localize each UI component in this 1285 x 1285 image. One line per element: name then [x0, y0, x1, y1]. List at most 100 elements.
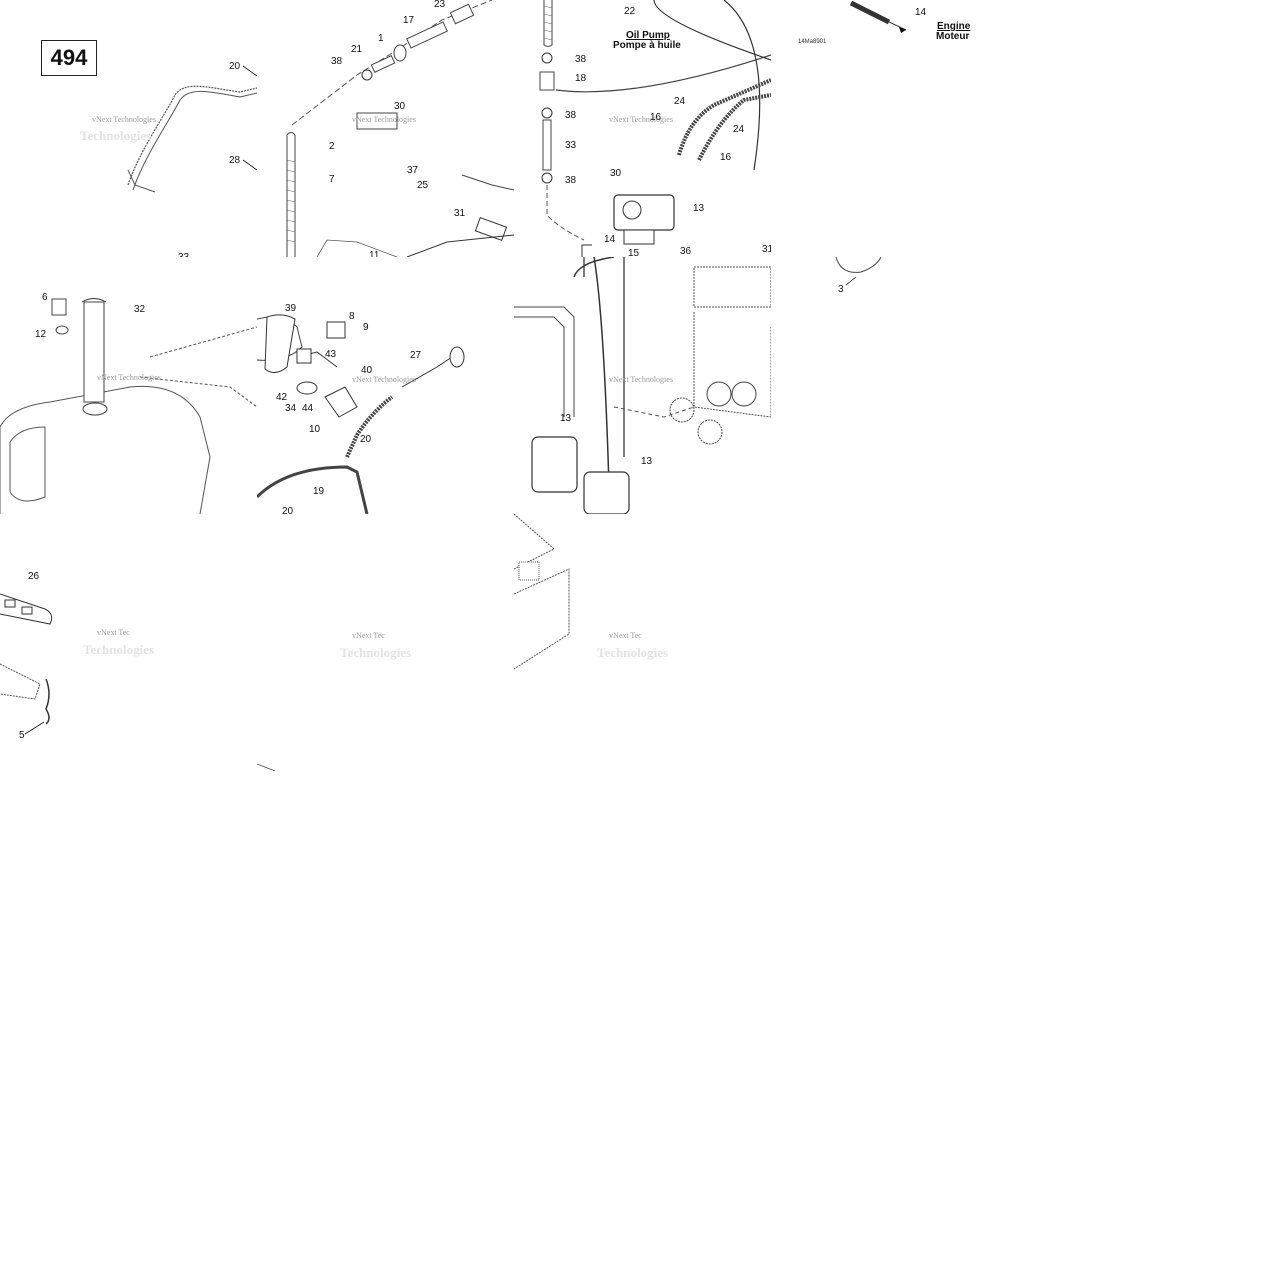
callout-38: 38: [331, 56, 343, 67]
hose-24a: [677, 78, 771, 156]
watermark-text: vNext Tec: [609, 631, 642, 640]
carburetor-right: [583, 471, 630, 514]
tile-r1c2-drawing: vNext Technologies 17 23 1 21 38 30 2 7 …: [286, 0, 514, 257]
tile-r3c3-drawing: vNext Tec Technologies: [514, 514, 668, 670]
fuel-line-c: [583, 257, 625, 457]
tank-filler-neck: [82, 402, 108, 416]
boot-b: [697, 419, 723, 445]
handle-slot-a: [4, 599, 16, 608]
callout-7: 7: [329, 174, 335, 185]
carb-fragment: 3: [771, 257, 911, 297]
watermark-text: vNext Technologies: [97, 373, 161, 382]
tile-r1c3-drawing: vNext Technologies 22 Oil Pump Pompe à h…: [539, 0, 771, 257]
seat-latch: [518, 561, 540, 581]
callout-31: 31: [454, 208, 466, 219]
callout-2: 2: [329, 141, 335, 152]
vent-hose-line-inner: [132, 90, 257, 191]
part-8-switch: [326, 321, 346, 339]
callout-30b: 30: [610, 168, 622, 179]
watermark-text: Technologies: [80, 128, 151, 143]
part-31-connector: [474, 216, 508, 242]
part-27-valve: [401, 356, 453, 388]
wire-harness: [406, 234, 514, 257]
diagram-reference-code: 14Ma8901: [798, 39, 827, 45]
seat-panel: [514, 514, 555, 570]
fuel-line-a: [514, 306, 575, 417]
callout-17: 17: [403, 15, 415, 26]
callout-44: 44: [302, 403, 314, 414]
callout-3b: 3: [838, 284, 844, 295]
diagram-tile-r2c3: vNext Technologies 13 13: [514, 257, 771, 514]
part-6-fitting: [51, 298, 67, 316]
dashed-route: [546, 185, 585, 241]
callout-27: 27: [410, 350, 422, 361]
diagram-tile-r1c1: vNext Technologies Technologies 20 28 33: [0, 0, 257, 257]
cable-c: [573, 257, 615, 278]
callout-28: 28: [229, 155, 241, 166]
fuel-line-b: [514, 316, 565, 417]
part-5-spring: [45, 678, 50, 725]
oil-line-spring: [543, 0, 553, 47]
hose-20b: [257, 465, 369, 514]
callout-10: 10: [309, 424, 321, 435]
hose-end: [257, 763, 276, 771]
part-39-bracket: [264, 314, 296, 373]
airbox-top: [693, 266, 771, 308]
callout-42: 42: [276, 392, 288, 403]
callout-38d: 38: [565, 175, 577, 186]
callout-31b: 31: [762, 244, 771, 255]
caption-engine-en: Engine: [937, 21, 971, 32]
page-number-box: 494: [41, 40, 97, 76]
tile-r2c2-drawing: vNext Technologies 39 8 9 43 40 27 42 34…: [257, 303, 465, 514]
tile-r2c1-drawing: vNext Technologies 6 12 32: [0, 292, 257, 514]
dashed-frame-line-2: [139, 376, 257, 408]
callout-18: 18: [575, 73, 587, 84]
callout-6: 6: [42, 292, 48, 303]
tile-r3c1-drawing: vNext Tec Technologies 26 5: [0, 571, 154, 741]
callout-36: 36: [680, 246, 692, 257]
watermark-text: vNext Technologies: [92, 115, 156, 124]
clamp-38c: [541, 172, 553, 184]
callout-34: 34: [285, 403, 297, 414]
part-10-cover: [324, 386, 358, 418]
caption-engine-fr: Moteur: [936, 31, 969, 42]
part-34-cap: [296, 381, 318, 395]
diagram-tile-r3c3: vNext Tec Technologies: [514, 514, 771, 694]
callout-22: 22: [624, 6, 636, 17]
diagram-tile-r2c2: vNext Technologies 39 8 9 43 40 27 42 34…: [257, 257, 514, 514]
callout-14a: 14: [604, 234, 616, 245]
callout-30: 30: [394, 101, 406, 112]
clamp-38b: [541, 107, 553, 119]
part-43-connector: [296, 348, 312, 364]
spring-coils: [286, 159, 296, 243]
part-23-spring: [449, 3, 475, 25]
callout-25: 25: [417, 180, 429, 191]
callout-33b: 33: [565, 140, 577, 151]
callout-23: 23: [434, 0, 446, 10]
boot-c: [706, 381, 732, 407]
callout-9: 9: [363, 322, 369, 333]
clamp-38: [541, 52, 553, 64]
callout-20: 20: [229, 61, 241, 72]
engine-caption-strip: 14 Engine Moteur: [771, 0, 985, 80]
engine-hose: [849, 0, 891, 25]
callout-24a: 24: [674, 96, 686, 107]
callout-20b: 20: [360, 434, 372, 445]
caption-oil-pump-fr: Pompe à huile: [613, 40, 681, 51]
part-17-tube: [406, 21, 448, 49]
watermark-text: vNext Tec: [352, 631, 385, 640]
watermark-text: vNext Technologies: [352, 375, 416, 384]
arrow-head: [899, 27, 906, 33]
fuel-sender-top: [81, 298, 107, 303]
seat-base-outline: [514, 568, 570, 670]
pump-line: [581, 244, 592, 257]
watermark-text: vNext Technologies: [609, 375, 673, 384]
watermark-text: Technologies: [597, 645, 668, 660]
spring-coils-2: [543, 5, 553, 41]
oil-return-line: [555, 54, 771, 93]
watermark-text: Technologies: [340, 645, 411, 660]
callout-37: 37: [407, 165, 419, 176]
part-21-fitting: [370, 55, 396, 73]
diagram-tile-r1c2: vNext Technologies 17 23 1 21 38 30 2 7 …: [257, 0, 514, 257]
